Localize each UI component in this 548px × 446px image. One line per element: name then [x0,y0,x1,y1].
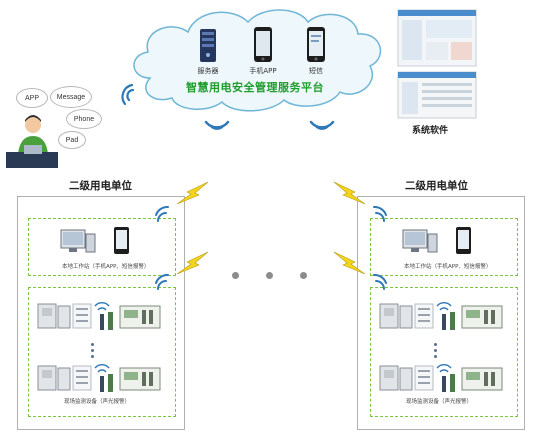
wifi-icon [436,302,452,311]
monitor-device-icon [119,305,161,329]
app-label: 手机APP [249,67,277,75]
breaker-icon [379,365,399,391]
server-label: 服务器 [197,67,219,75]
client-bubble: Pad [58,131,86,149]
ellipsis-dot [434,355,437,358]
ellipsis-dot [91,355,94,358]
phone-icon [456,227,471,254]
ellipsis-dot [300,272,307,279]
field-device-row [37,364,161,392]
sensor-icon [442,312,455,330]
ellipsis-dot [434,343,437,346]
phone-icon [254,27,272,62]
lightning-icon [176,251,209,275]
breaker-icon [399,367,413,391]
computer-icon [60,229,96,253]
breaker-icon [57,367,71,391]
wifi-icon [155,206,169,222]
ellipsis-dot [232,272,239,279]
field-device-row [379,302,503,330]
local-caption-right: 本地工作站（手机APP、短信报警） [404,264,492,270]
wifi-icon [94,364,110,373]
wifi-icon [373,274,387,290]
local-workstation-box-left [28,218,176,276]
system-software-screenshots [397,9,477,119]
system-software-label: 系统软件 [412,126,449,136]
local-caption-left: 本地工作站（手机APP、短信报警） [62,264,150,270]
local-workstation-box-right [370,218,518,276]
field-caption-left: 现场监测设备（声光报警） [64,399,131,405]
sensor-icon [100,374,113,392]
client-bubble: Phone [66,109,102,129]
server-icon [200,29,216,62]
wifi-icon [436,364,452,373]
lightning-icon [333,181,366,205]
sms-icon [307,27,325,62]
wifi-icon [155,274,169,290]
field-caption-right: 现场监测设备（声光报警） [406,399,473,405]
breaker-icon [57,305,71,329]
field-device-row [37,302,161,330]
label-panel [414,365,434,391]
platform-title: 智慧用电安全管理服务平台 [186,81,324,94]
lightning-icon [176,181,209,205]
ellipsis-dot [91,349,94,352]
lightning-icon [333,251,366,275]
monitor-device-icon [461,367,503,391]
client-bubble: Message [50,86,92,108]
operator-person-icon [6,115,58,168]
sensor-icon [442,374,455,392]
ellipsis-dot [91,343,94,346]
phone-icon [114,227,129,254]
computer-icon [402,229,438,253]
client-bubble: APP [16,88,48,108]
sensor-icon [100,312,113,330]
wifi-icon [94,302,110,311]
unit-title-right: 二级用电单位 [405,180,468,192]
wifi-icon [121,83,135,106]
breaker-icon [399,305,413,329]
breaker-icon [37,365,57,391]
unit-title-left: 二级用电单位 [69,180,132,192]
label-panel [72,365,92,391]
wifi-icon [309,120,335,130]
ellipsis-dot [434,349,437,352]
monitor-device-icon [461,305,503,329]
field-device-row [379,364,503,392]
sms-label: 短信 [309,67,323,75]
breaker-icon [37,303,57,329]
wifi-icon [373,206,387,222]
monitor-device-icon [119,367,161,391]
label-panel [414,303,434,329]
wifi-icon [204,120,230,130]
ellipsis-dot [266,272,273,279]
breaker-icon [379,303,399,329]
label-panel [72,303,92,329]
